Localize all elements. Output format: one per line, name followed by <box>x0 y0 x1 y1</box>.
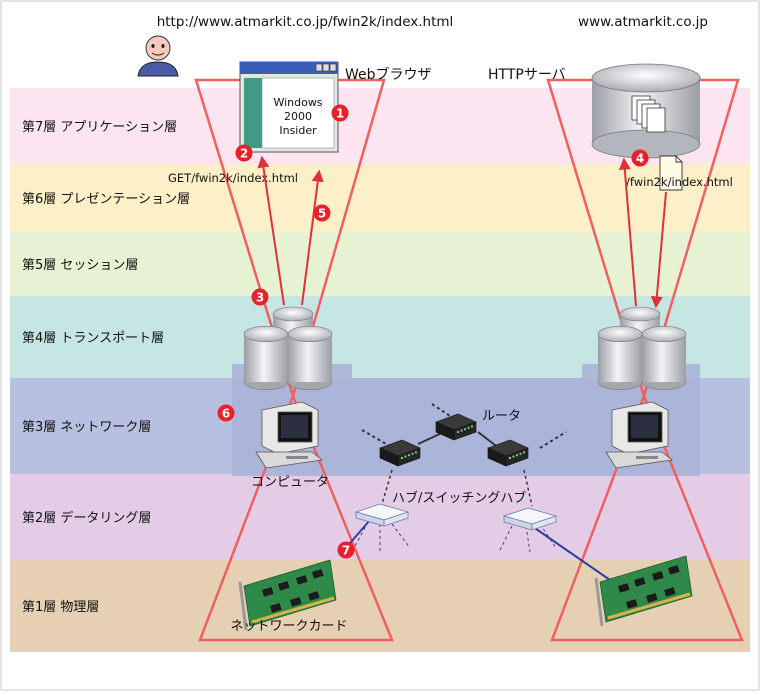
server-transport-cylinders <box>597 306 687 390</box>
browser-text-line-1: Windows <box>273 96 322 109</box>
document-stack-icon <box>631 95 666 133</box>
step-marker-number: 3 <box>256 291 264 305</box>
get-request-label: GET/fwin2k/index.html <box>168 171 298 185</box>
layer-label-2: 第2層 データリング層 <box>22 510 151 526</box>
layer-label-1: 第1層 物理層 <box>22 600 99 615</box>
client-down-arrow <box>257 155 285 306</box>
step-marker-number: 2 <box>240 147 248 161</box>
layer-label-3: 第3層 ネットワーク層 <box>22 420 151 435</box>
user-icon <box>137 35 179 77</box>
step-marker-3: 3 <box>251 288 269 306</box>
http-server-label: HTTPサーバ <box>488 67 566 83</box>
router-icon-center <box>435 413 477 441</box>
server-up-arrow <box>618 157 637 307</box>
client-cylinder-right <box>287 325 333 390</box>
step-marker-4: 4 <box>631 149 649 167</box>
step-marker-7: 7 <box>337 541 355 559</box>
layer-label-7: 第7層 アプリケーション層 <box>22 120 177 135</box>
hub-network <box>343 519 611 581</box>
router-icon-left <box>379 439 421 467</box>
data-flow-arrows <box>257 155 667 309</box>
browser-window: Windows 2000 Insider <box>239 61 339 153</box>
network-card-icon-left <box>238 559 337 631</box>
server-cylinder-left <box>597 325 643 390</box>
network-card-icons <box>238 555 693 631</box>
server-host: www.atmarkit.co.jp <box>578 14 708 30</box>
server-cylinder-right <box>641 325 687 390</box>
step-marker-number: 7 <box>342 544 350 558</box>
layer-label-5: 第5層 セッション層 <box>22 258 138 273</box>
hub-icon-left <box>354 503 410 527</box>
server-lower-triangle <box>550 392 744 642</box>
network-card-icon-right <box>594 555 693 627</box>
layer-label-6: 第6層 プレゼンテーション層 <box>22 192 190 207</box>
step-marker-number: 1 <box>336 107 344 121</box>
step-marker-number: 6 <box>222 407 230 421</box>
layer-label-4: 第4層 トランスポート層 <box>22 331 164 346</box>
step-marker-6: 6 <box>217 404 235 422</box>
client-up-arrow <box>301 169 324 306</box>
server-computer-icon <box>605 401 673 469</box>
step-marker-5: 5 <box>313 204 331 222</box>
router-label: ルータ <box>482 409 521 424</box>
web-browser-label: Webブラウザ <box>345 66 432 83</box>
router-icons <box>379 413 529 467</box>
server-database-icon <box>591 63 701 159</box>
client-lower-triangle <box>198 392 394 642</box>
computer-label: コンピュータ <box>251 475 329 490</box>
step-marker-number: 5 <box>318 207 326 221</box>
network-card-label: ネットワークカード <box>230 619 347 634</box>
client-url: http://www.atmarkit.co.jp/fwin2k/index.h… <box>157 14 454 30</box>
client-transport-cylinders <box>243 306 333 390</box>
client-cylinder-left <box>243 325 289 390</box>
server-down-arrow <box>650 191 667 309</box>
hub-label: ハブ/スイッチングハブ <box>392 490 526 506</box>
browser-text-line-3: Insider <box>279 124 317 137</box>
hub-icons <box>354 503 558 531</box>
hub-icon-right <box>502 507 558 531</box>
step-marker-2: 2 <box>235 144 253 162</box>
step-marker-number: 4 <box>636 152 644 166</box>
step-marker-1: 1 <box>331 104 349 122</box>
layer-band-5 <box>10 232 750 296</box>
server-path-label: /fwin2k/index.html <box>626 175 733 189</box>
client-computer-icon <box>255 401 323 469</box>
browser-text-line-2: 2000 <box>284 110 312 123</box>
step-markers: 1 2 3 4 5 6 7 <box>217 104 649 559</box>
router-icon-right <box>487 439 529 467</box>
document-icon <box>659 155 683 191</box>
